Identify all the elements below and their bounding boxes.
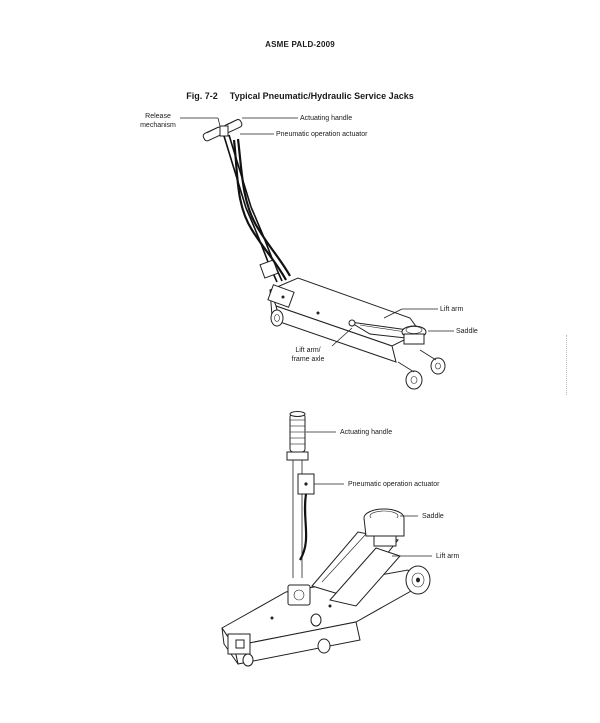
top-jack-handle-shaft [223, 134, 283, 283]
bottom-jack-lift-arm [311, 531, 401, 607]
top-jack-wheels [270, 309, 446, 390]
bottom-jack-handle-grip [286, 411, 309, 461]
label-top-actuating-handle: Actuating handle [300, 115, 352, 122]
top-jack-frame [267, 277, 421, 363]
label-axle-line1: Lift arm/ [295, 347, 320, 354]
bottom-jack-saddle [363, 508, 405, 547]
bottom-jack-handle-shaft [292, 460, 315, 578]
label-top-lift-arm: Lift arm [440, 306, 464, 313]
margin-mark [566, 335, 569, 395]
label-top-saddle: Saddle [456, 328, 478, 335]
label-release-mechanism-line2: mechanism [140, 122, 176, 129]
top-jack-leaders [180, 117, 454, 347]
top-jack-illustration [202, 118, 446, 390]
label-release-mechanism-line1: Release [145, 113, 171, 120]
figure-caption: Fig. 7-2 Typical Pneumatic/Hydraulic Serv… [0, 91, 600, 101]
label-bottom-saddle: Saddle [422, 513, 444, 520]
label-top-pneumatic-actuator: Pneumatic operation actuator [276, 131, 368, 138]
top-jack-air-hose [232, 139, 287, 281]
bottom-jack-illustration [221, 411, 431, 667]
document-header: ASME PALD-2009 [265, 40, 335, 49]
bottom-jack-leaders [306, 431, 432, 557]
top-jack-saddle [401, 325, 427, 345]
label-bottom-actuating-handle: Actuating handle [340, 429, 392, 436]
top-jack-handle-grip [202, 118, 243, 142]
label-bottom-pneumatic-actuator: Pneumatic operation actuator [348, 481, 440, 488]
figure-title: Typical Pneumatic/Hydraulic Service Jack… [229, 91, 414, 101]
top-jack-axle-pin [348, 319, 356, 327]
figure-number: Fig. 7-2 [186, 91, 218, 101]
label-axle-line2: frame axle [292, 356, 325, 363]
label-bottom-lift-arm: Lift arm [436, 553, 460, 560]
top-jack-labels: Release mechanism Actuating handle Pneum… [140, 113, 478, 363]
bottom-jack-wheels [242, 565, 431, 667]
bottom-jack-labels: Actuating handle Pneumatic operation act… [340, 429, 460, 560]
